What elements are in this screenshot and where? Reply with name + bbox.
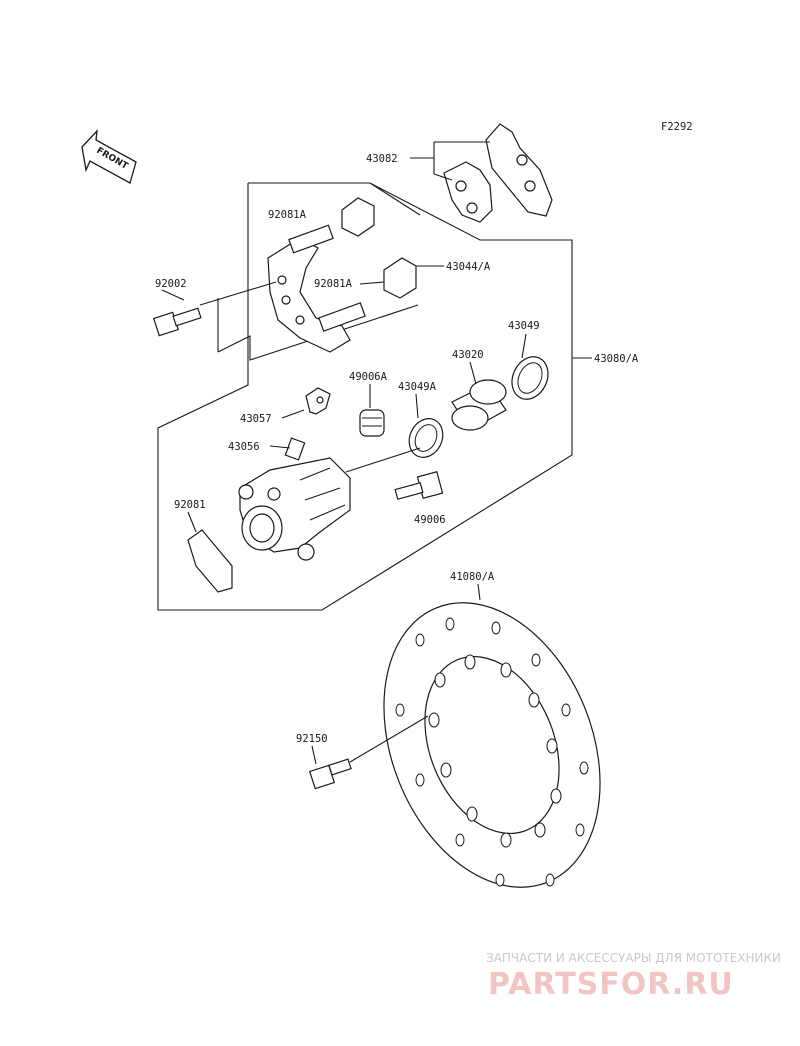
pin-boot — [359, 409, 385, 437]
brake-disc — [383, 602, 601, 888]
label-43057: 43057 — [240, 413, 272, 425]
label-92081A-lower: 92081A — [314, 278, 353, 290]
caliper-assembly-outline — [157, 182, 573, 611]
watermark-tagline: ЗАПЧАСТИ И АКСЕССУАРЫ ДЛЯ МОТОТЕХНИКИ — [486, 951, 781, 965]
caliper-body — [238, 457, 351, 561]
caliper-bracket — [267, 224, 366, 353]
label-41080: 41080/A — [450, 571, 495, 583]
watermark-logo: PARTSFOR.RU — [488, 967, 734, 1002]
label-49006A: 49006A — [349, 371, 388, 383]
label-43049: 43049 — [508, 320, 540, 332]
label-43049A: 43049A — [398, 381, 437, 393]
bolt-92002 — [152, 307, 202, 337]
label-43056: 43056 — [228, 441, 260, 453]
slide-pin-bolt — [394, 471, 444, 500]
bleed-valve — [284, 387, 331, 461]
label-49006: 49006 — [414, 514, 446, 526]
figure-code: F2292 — [661, 121, 693, 133]
pad-spring-upper — [341, 197, 375, 237]
part-labels: 43082 92081A 92081A 43044/A 92002 43049 … — [155, 153, 639, 745]
label-92150: 92150 — [296, 733, 328, 745]
piston — [451, 379, 507, 431]
brake-pads — [443, 123, 553, 223]
label-92081: 92081 — [174, 499, 206, 511]
pad-clip — [187, 529, 233, 593]
label-43082: 43082 — [366, 153, 398, 165]
label-43020: 43020 — [452, 349, 484, 361]
label-92081A-upper: 92081A — [268, 209, 307, 221]
label-43080: 43080/A — [594, 353, 639, 365]
watermark: ЗАПЧАСТИ И АКСЕССУАРЫ ДЛЯ МОТОТЕХНИКИ PA… — [486, 951, 781, 1002]
label-43044: 43044/A — [446, 261, 491, 273]
disc-bolt — [308, 758, 352, 790]
front-arrow-icon: FRONT — [81, 129, 137, 184]
pad-spring-lower — [383, 257, 417, 299]
label-92002: 92002 — [155, 278, 187, 290]
